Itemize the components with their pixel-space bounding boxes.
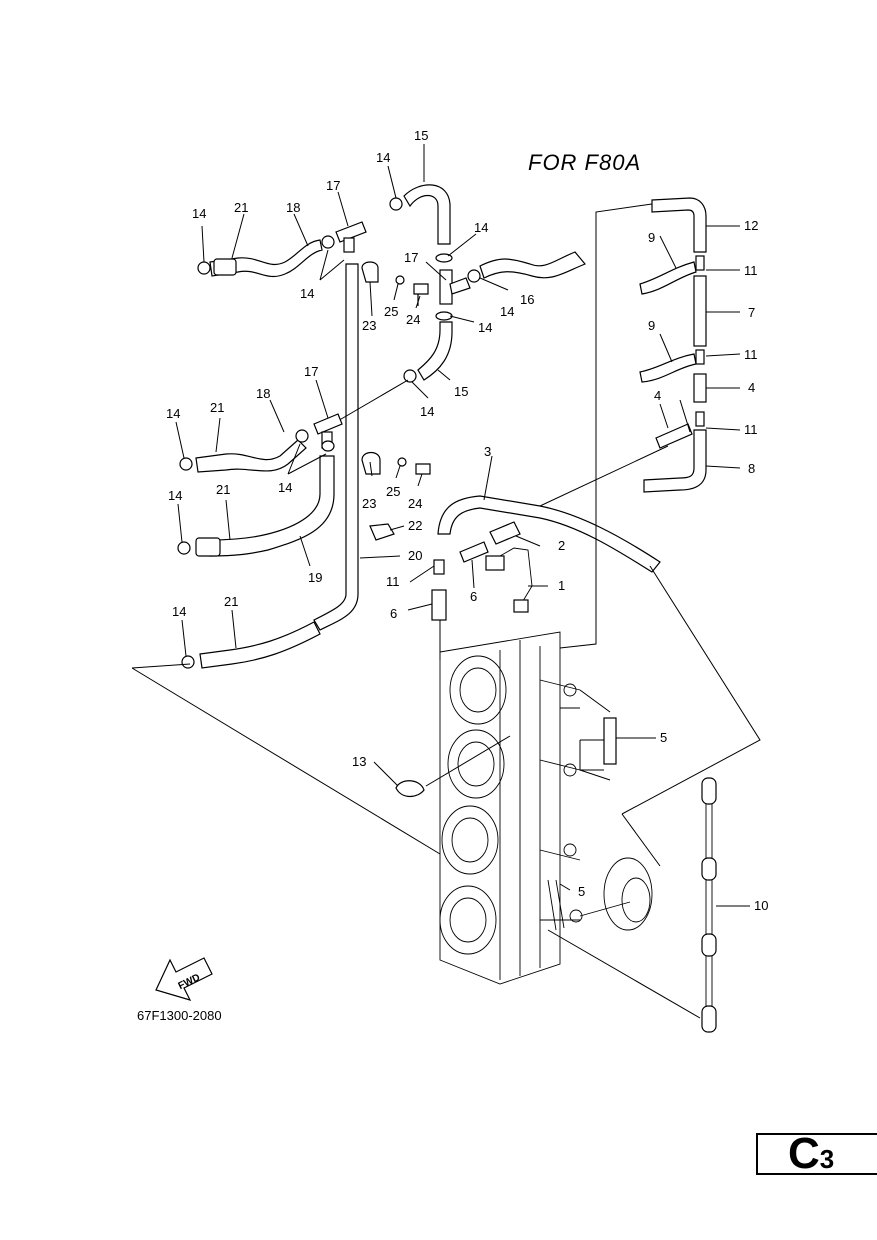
callout-25: 25 bbox=[384, 304, 398, 319]
callout-9: 9 bbox=[648, 230, 655, 245]
callout-21: 21 bbox=[210, 400, 224, 415]
callout-25: 25 bbox=[386, 484, 400, 499]
callout-17: 17 bbox=[304, 364, 318, 379]
page-indicator: C3 bbox=[756, 1129, 877, 1178]
callout-14: 14 bbox=[474, 220, 488, 235]
middle-hose-assembly bbox=[177, 413, 431, 669]
callout-4: 4 bbox=[748, 380, 755, 395]
callout-15: 15 bbox=[454, 384, 468, 399]
callout-14: 14 bbox=[300, 286, 314, 301]
callout-24: 24 bbox=[408, 496, 422, 511]
callout-14: 14 bbox=[376, 150, 390, 165]
callout-11: 11 bbox=[744, 263, 758, 278]
callout-labels: 1 2 3 4 4 5 5 6 6 7 8 9 9 10 11 11 11 11… bbox=[166, 128, 768, 913]
callout-2: 2 bbox=[558, 538, 565, 553]
callout-14: 14 bbox=[420, 404, 434, 419]
callout-18: 18 bbox=[286, 200, 300, 215]
diagram-title: FOR F80A bbox=[528, 150, 642, 175]
callout-17: 17 bbox=[326, 178, 340, 193]
callout-14: 14 bbox=[172, 604, 186, 619]
callout-14: 14 bbox=[278, 480, 292, 495]
clip-13 bbox=[395, 780, 425, 798]
callout-11: 11 bbox=[386, 574, 400, 589]
callout-20: 20 bbox=[408, 548, 422, 563]
callout-14: 14 bbox=[166, 406, 180, 421]
link-rod-10 bbox=[701, 777, 717, 1033]
callout-14: 14 bbox=[192, 206, 206, 221]
callout-24: 24 bbox=[406, 312, 420, 327]
callout-8: 8 bbox=[748, 461, 755, 476]
page-number: 3 bbox=[819, 1144, 835, 1174]
carburetor-block bbox=[439, 631, 653, 985]
fwd-arrow: FWD bbox=[155, 957, 213, 1001]
page-letter: C bbox=[788, 1129, 820, 1178]
leader-lines bbox=[131, 555, 761, 1019]
callout-14: 14 bbox=[478, 320, 492, 335]
callout-ticks bbox=[175, 144, 750, 907]
callout-16: 16 bbox=[520, 292, 534, 307]
callout-11: 11 bbox=[744, 422, 758, 437]
callout-17: 17 bbox=[404, 250, 418, 265]
callout-10: 10 bbox=[754, 898, 768, 913]
upper-hose-assembly bbox=[197, 184, 586, 631]
callout-23: 23 bbox=[362, 496, 376, 511]
callout-9: 9 bbox=[648, 318, 655, 333]
callout-6: 6 bbox=[390, 606, 397, 621]
callout-18: 18 bbox=[256, 386, 270, 401]
callout-11: 11 bbox=[744, 347, 758, 362]
callout-3: 3 bbox=[484, 444, 491, 459]
callout-23: 23 bbox=[362, 318, 376, 333]
callout-21: 21 bbox=[224, 594, 238, 609]
callout-4: 4 bbox=[654, 388, 661, 403]
callout-5: 5 bbox=[578, 884, 585, 899]
right-hose-assembly bbox=[431, 197, 707, 649]
callout-1: 1 bbox=[558, 578, 565, 593]
callout-12: 12 bbox=[744, 218, 758, 233]
callout-14: 14 bbox=[168, 488, 182, 503]
callout-19: 19 bbox=[308, 570, 322, 585]
callout-21: 21 bbox=[234, 200, 248, 215]
callout-15: 15 bbox=[414, 128, 428, 143]
callout-6: 6 bbox=[470, 589, 477, 604]
callout-5: 5 bbox=[660, 730, 667, 745]
callout-22: 22 bbox=[408, 518, 422, 533]
callout-21: 21 bbox=[216, 482, 230, 497]
callout-13: 13 bbox=[352, 754, 366, 769]
callout-7: 7 bbox=[748, 305, 755, 320]
drawing-code: 67F1300-2080 bbox=[137, 1008, 222, 1023]
callout-14: 14 bbox=[500, 304, 514, 319]
